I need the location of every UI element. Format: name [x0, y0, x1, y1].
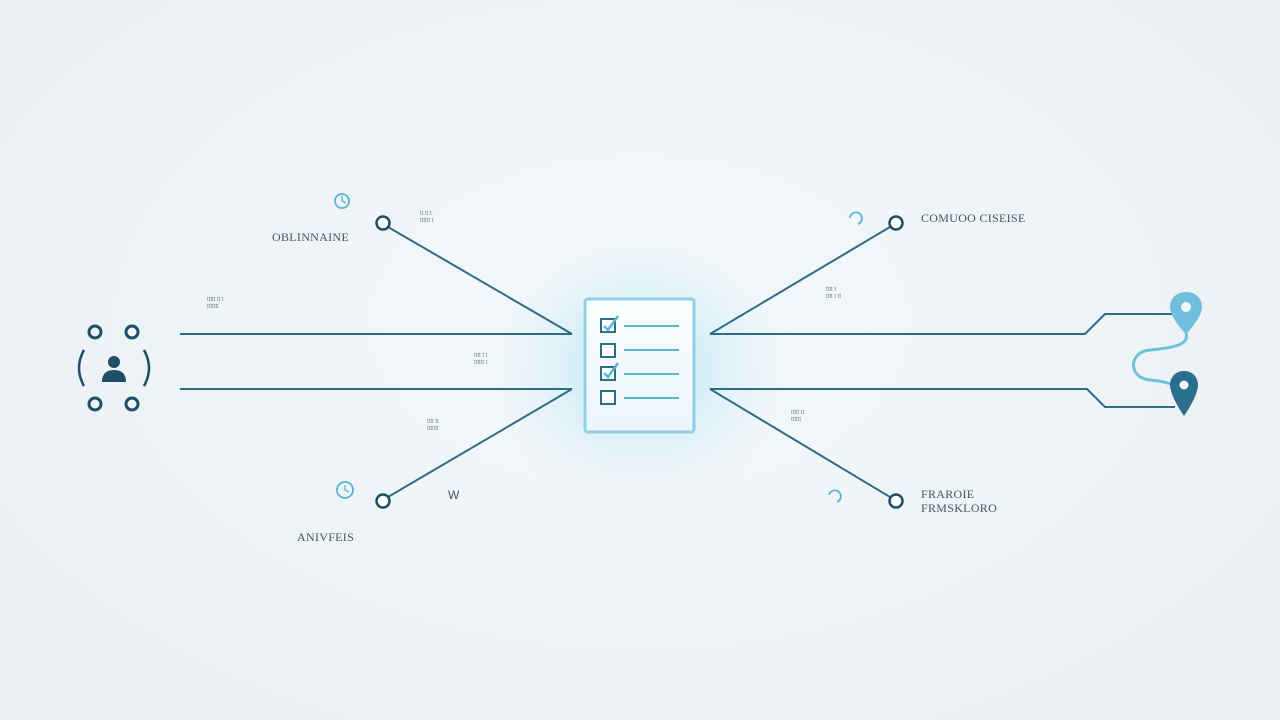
node-bottom-right — [888, 493, 904, 509]
connector-top-right-diagonal — [709, 226, 891, 335]
pin-link-curve — [1132, 331, 1188, 390]
clock-icon-bottom-left — [336, 481, 354, 499]
node-top-left — [375, 215, 391, 231]
checklist-icon — [583, 297, 696, 434]
label-bottom-right-1: FRAROIE — [921, 487, 975, 501]
connector-right-lower — [710, 388, 1175, 408]
label-top-right: COMUOO CISEISE — [921, 211, 1026, 225]
note-bottom-left-mark: W — [448, 488, 460, 502]
location-pin-icon — [1170, 292, 1202, 334]
label-bottom-right-2: FRMSKLORO — [921, 501, 998, 515]
clock-hand — [344, 485, 350, 493]
refresh-icon-bottom-right — [828, 489, 842, 503]
label-bottom-left: ANIVFEIS — [297, 530, 355, 544]
connector-right-upper — [710, 313, 1172, 335]
connector-bottom-left-diagonal — [387, 388, 573, 498]
node-bottom-left — [375, 493, 391, 509]
user-group-icon — [77, 324, 151, 412]
clock-hand — [341, 196, 347, 204]
label-top-left: OBLINNAINE — [272, 230, 349, 244]
connector-bottom-right-diagonal — [709, 388, 891, 498]
clock-icon-top-left — [334, 193, 350, 209]
node-top-right — [888, 215, 904, 231]
location-pin-icon — [1170, 371, 1198, 416]
refresh-icon-top-right — [849, 211, 863, 225]
connector-top-left-diagonal — [387, 226, 573, 335]
